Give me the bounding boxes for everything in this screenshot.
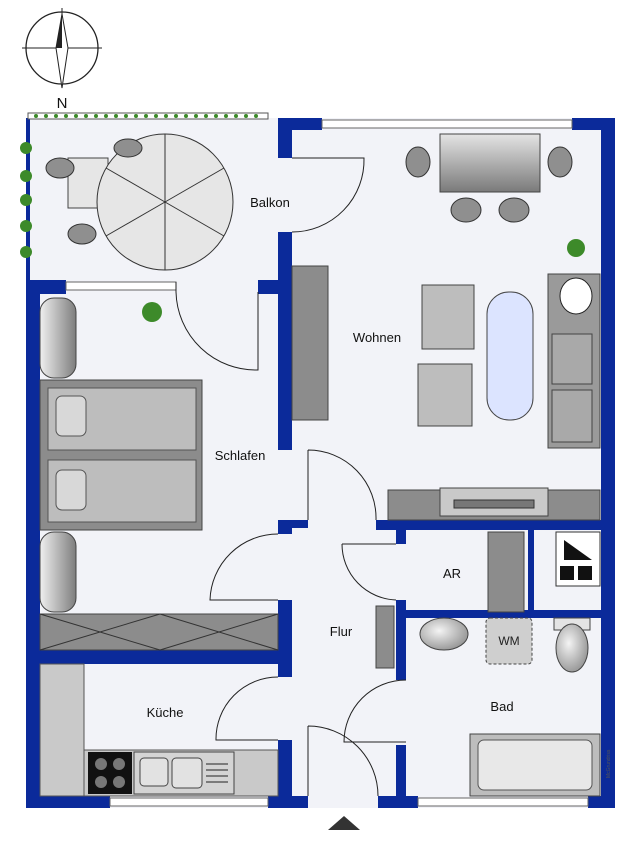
heating-unit: [555, 531, 601, 587]
door-bedroom: [209, 533, 279, 601]
compass-north-label: N: [57, 95, 68, 112]
balcony-railing: [27, 112, 269, 120]
dining-chairs: [405, 146, 573, 223]
room-label-flur: Flur: [330, 624, 353, 639]
balcony-furniture: [20, 133, 234, 271]
plant-living: [567, 239, 585, 257]
room-label-ar: AR: [443, 566, 461, 581]
entrance-arrow: [328, 816, 360, 830]
washer-label: WM: [498, 634, 519, 648]
door-balcony-living: [291, 157, 365, 233]
door-balcony-bedroom: [175, 282, 259, 371]
kitchen: [39, 663, 279, 797]
door-ar: [341, 543, 397, 601]
doors: [175, 157, 407, 797]
toilet: [553, 617, 591, 673]
bathtub: [469, 733, 601, 797]
window-kitchen: [109, 797, 269, 807]
living-furniture: [291, 133, 601, 521]
tv-sideboard: [387, 487, 601, 521]
armchairs: [417, 284, 475, 427]
hallway-cabinet: [375, 605, 395, 669]
washing-machine: [485, 617, 533, 665]
compass: [22, 8, 102, 89]
room-label-bad: Bad: [490, 699, 513, 714]
coffee-table: [486, 291, 534, 421]
ar-shelf: [487, 531, 525, 613]
room-label-balkon: Balkon: [250, 195, 290, 210]
room-label-wohnen: Wohnen: [353, 330, 401, 345]
bathroom: [419, 617, 601, 797]
balcony-chairs: [45, 138, 143, 245]
window-bath: [417, 797, 589, 807]
credit-text: McGrundriss: [606, 749, 612, 778]
wardrobe-living: [291, 265, 329, 421]
bedroom-wardrobe: [39, 613, 279, 651]
windows: [65, 119, 589, 807]
bedroom-furniture: [39, 297, 279, 651]
balcony-plants: [20, 142, 32, 258]
plant-bedroom: [142, 302, 162, 322]
parasol: [96, 133, 234, 271]
room-label-kueche: Küche: [147, 705, 184, 720]
nightstand-top: [39, 297, 77, 379]
nightstand-bottom: [39, 531, 77, 613]
lamp-table: [559, 277, 593, 315]
window-bedroom: [65, 281, 177, 291]
door-living: [307, 449, 377, 521]
window-living: [321, 119, 573, 129]
room-labels: N Balkon Wohnen Schlafen AR Flur Küche B…: [57, 95, 612, 778]
kitchen-counter-left: [39, 663, 85, 797]
storage-room: [487, 531, 601, 613]
washbasin: [419, 617, 469, 651]
kitchen-sink: [133, 751, 235, 795]
door-kitchen: [215, 676, 279, 741]
room-label-schlafen: Schlafen: [215, 448, 266, 463]
double-bed: [39, 379, 203, 531]
stove: [88, 752, 132, 794]
door-entrance: [307, 725, 379, 797]
dining-table: [439, 133, 541, 193]
